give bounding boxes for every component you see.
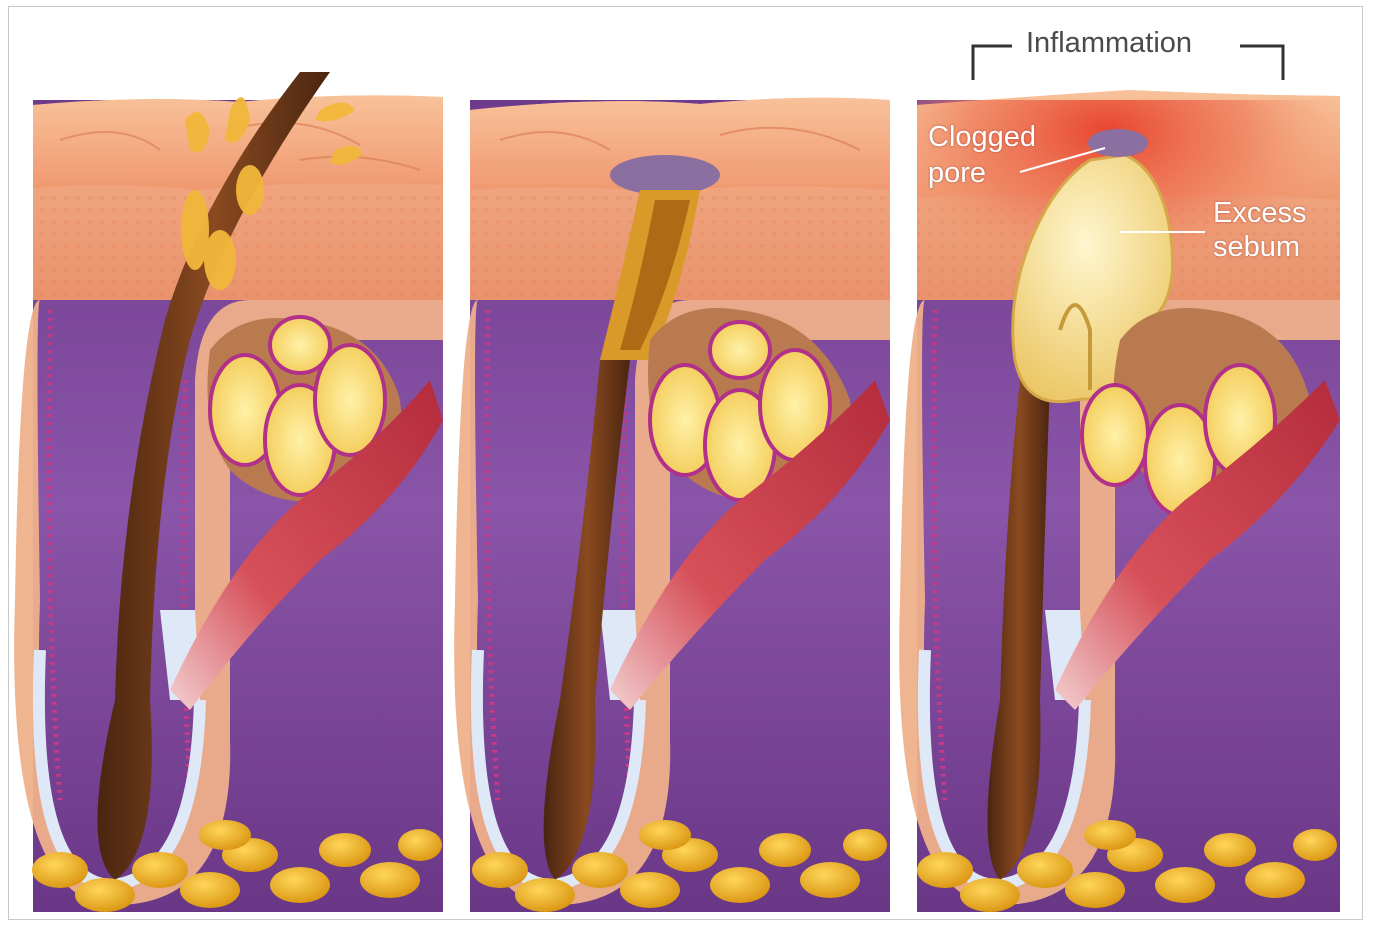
inflammation-label: Inflammation [1018, 26, 1200, 60]
excess-sebum-label-line1: Excess [1213, 196, 1306, 230]
panel-normal-follicle [14, 72, 443, 912]
clogged-pore-label-line2: pore [928, 156, 986, 190]
panel-clogged-follicle [454, 98, 890, 912]
clogged-pore-label-line1: Clogged [928, 120, 1036, 154]
excess-sebum-label-line2: sebum [1213, 230, 1300, 264]
